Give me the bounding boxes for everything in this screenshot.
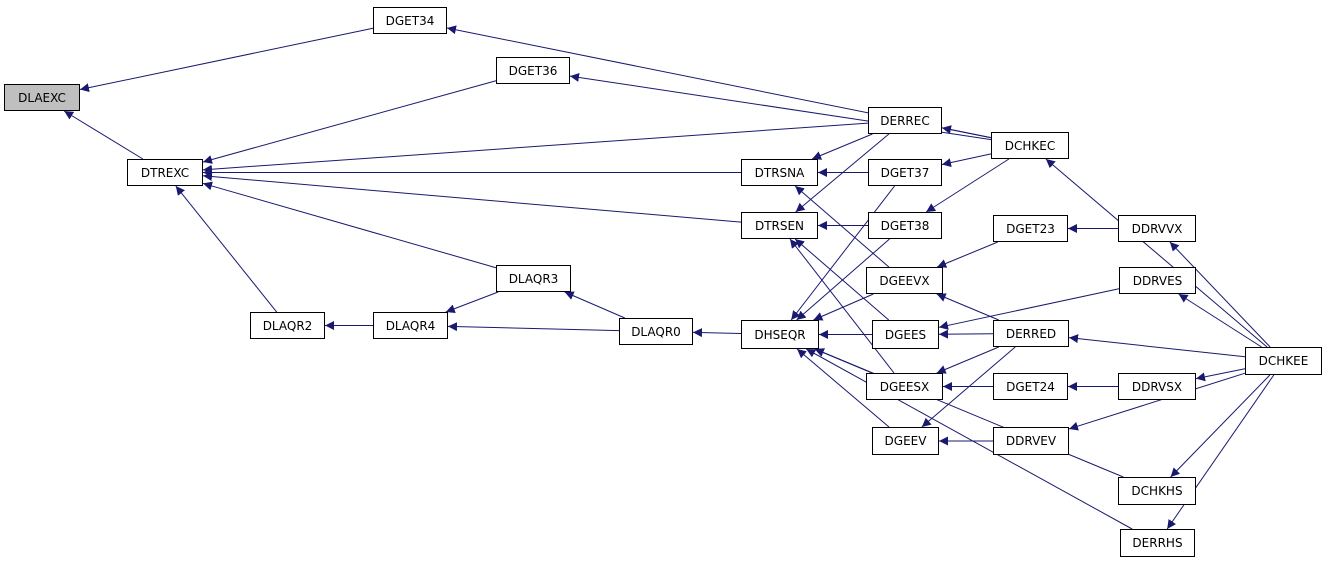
node-ddrvsx[interactable]: DDRVSX <box>1118 373 1196 400</box>
node-dtrsen[interactable]: DTRSEN <box>741 212 818 239</box>
edge-derrec-to-dtrexc <box>202 122 869 174</box>
edge-dlaqr0-to-dlaqr3 <box>564 291 625 319</box>
node-dlaqr0[interactable]: DLAQR0 <box>619 318 693 345</box>
node-dget36[interactable]: DGET36 <box>496 57 570 84</box>
edge-dchkec-to-dget37 <box>941 153 992 168</box>
edge-derrhs-to-dhseqr <box>806 348 1133 530</box>
edge-dlaqr0-to-dlaqr4 <box>447 322 620 332</box>
edge-dchkee-to-dchkec <box>1045 158 1268 348</box>
node-derrhs[interactable]: DERRHS <box>1120 529 1195 557</box>
edge-derred-to-dgeevx <box>936 293 999 321</box>
edge-dgeev-to-dhseqr <box>796 348 890 428</box>
node-dlaexc: DLAEXC <box>4 84 80 111</box>
edge-dget38-to-dhseqr <box>796 238 890 321</box>
edge-dchkec-to-derrec <box>941 125 992 139</box>
node-dlaqr3[interactable]: DLAQR3 <box>496 265 571 292</box>
edge-dchkee-to-ddrvvx <box>1169 241 1271 348</box>
node-dlaqr4[interactable]: DLAQR4 <box>373 312 448 339</box>
node-dchkhs[interactable]: DCHKHS <box>1118 477 1196 505</box>
edge-derrec-to-dtrsen <box>795 133 890 213</box>
node-derrec[interactable]: DERREC <box>868 107 942 134</box>
node-dgeev[interactable]: DGEEV <box>872 427 939 455</box>
edge-dlaqr3-to-dtrexc <box>202 181 497 269</box>
edge-ddrves-to-dgees <box>938 288 1120 330</box>
edge-dget34-to-dlaexc <box>79 27 374 93</box>
node-dget24[interactable]: DGET24 <box>993 373 1068 400</box>
node-dtrsna[interactable]: DTRSNA <box>741 159 818 186</box>
edge-dchkee-to-dchkhs <box>1170 374 1271 478</box>
edge-dchkec-to-dget38 <box>925 158 1010 213</box>
node-dhseqr[interactable]: DHSEQR <box>741 320 819 349</box>
edge-dgeesx-to-dtrsen <box>789 238 895 374</box>
node-ddrvvx[interactable]: DDRVVX <box>1118 215 1196 242</box>
edge-dget36-to-dtrexc <box>202 80 497 164</box>
node-dget34[interactable]: DGET34 <box>373 7 447 34</box>
node-ddrvev[interactable]: DDRVEV <box>993 427 1069 455</box>
node-dget38[interactable]: DGET38 <box>868 212 942 239</box>
node-dchkec[interactable]: DCHKEC <box>991 132 1069 159</box>
edge-dtrexc-to-dlaexc <box>63 110 144 160</box>
edge-dlaqr3-to-dlaqr4 <box>445 291 499 313</box>
edge-dchkee-to-ddrvsx <box>1195 368 1246 382</box>
edge-dget37-to-dhseqr <box>790 185 895 321</box>
node-dgees[interactable]: DGEES <box>872 320 939 349</box>
edge-derred-to-dgeev <box>921 346 1016 428</box>
edge-dget23-to-dgeevx <box>937 241 998 268</box>
edge-derred-to-dgeesx <box>936 346 999 374</box>
node-dget23[interactable]: DGET23 <box>993 215 1068 242</box>
node-dlaqr2[interactable]: DLAQR2 <box>250 312 325 339</box>
edge-dlaqr2-to-dtrexc <box>175 185 278 313</box>
edge-dgees-to-dtrsen <box>794 238 890 321</box>
edge-dhseqr-to-dlaqr0 <box>692 328 742 338</box>
edge-dtrsen-to-dtrexc <box>202 172 742 223</box>
edge-dchkee-to-ddrvev <box>1068 372 1246 431</box>
edge-dchkee-to-derred <box>1068 334 1246 358</box>
node-ddrves[interactable]: DDRVES <box>1119 267 1196 294</box>
edge-dchkee-to-ddrves <box>1178 293 1262 348</box>
node-dtrexc[interactable]: DTREXC <box>127 159 203 186</box>
edge-derrec-to-dtrsna <box>811 133 873 160</box>
node-dget37[interactable]: DGET37 <box>868 159 942 186</box>
node-derred[interactable]: DERRED <box>993 320 1069 347</box>
node-dgeesx[interactable]: DGEESX <box>866 373 943 400</box>
edge-dchkhs-to-dhseqr <box>814 348 1124 478</box>
node-dgeevx[interactable]: DGEEVX <box>866 267 943 294</box>
node-dchkee[interactable]: DCHKEE <box>1245 347 1322 375</box>
edge-dgeevx-to-dhseqr <box>813 293 874 321</box>
